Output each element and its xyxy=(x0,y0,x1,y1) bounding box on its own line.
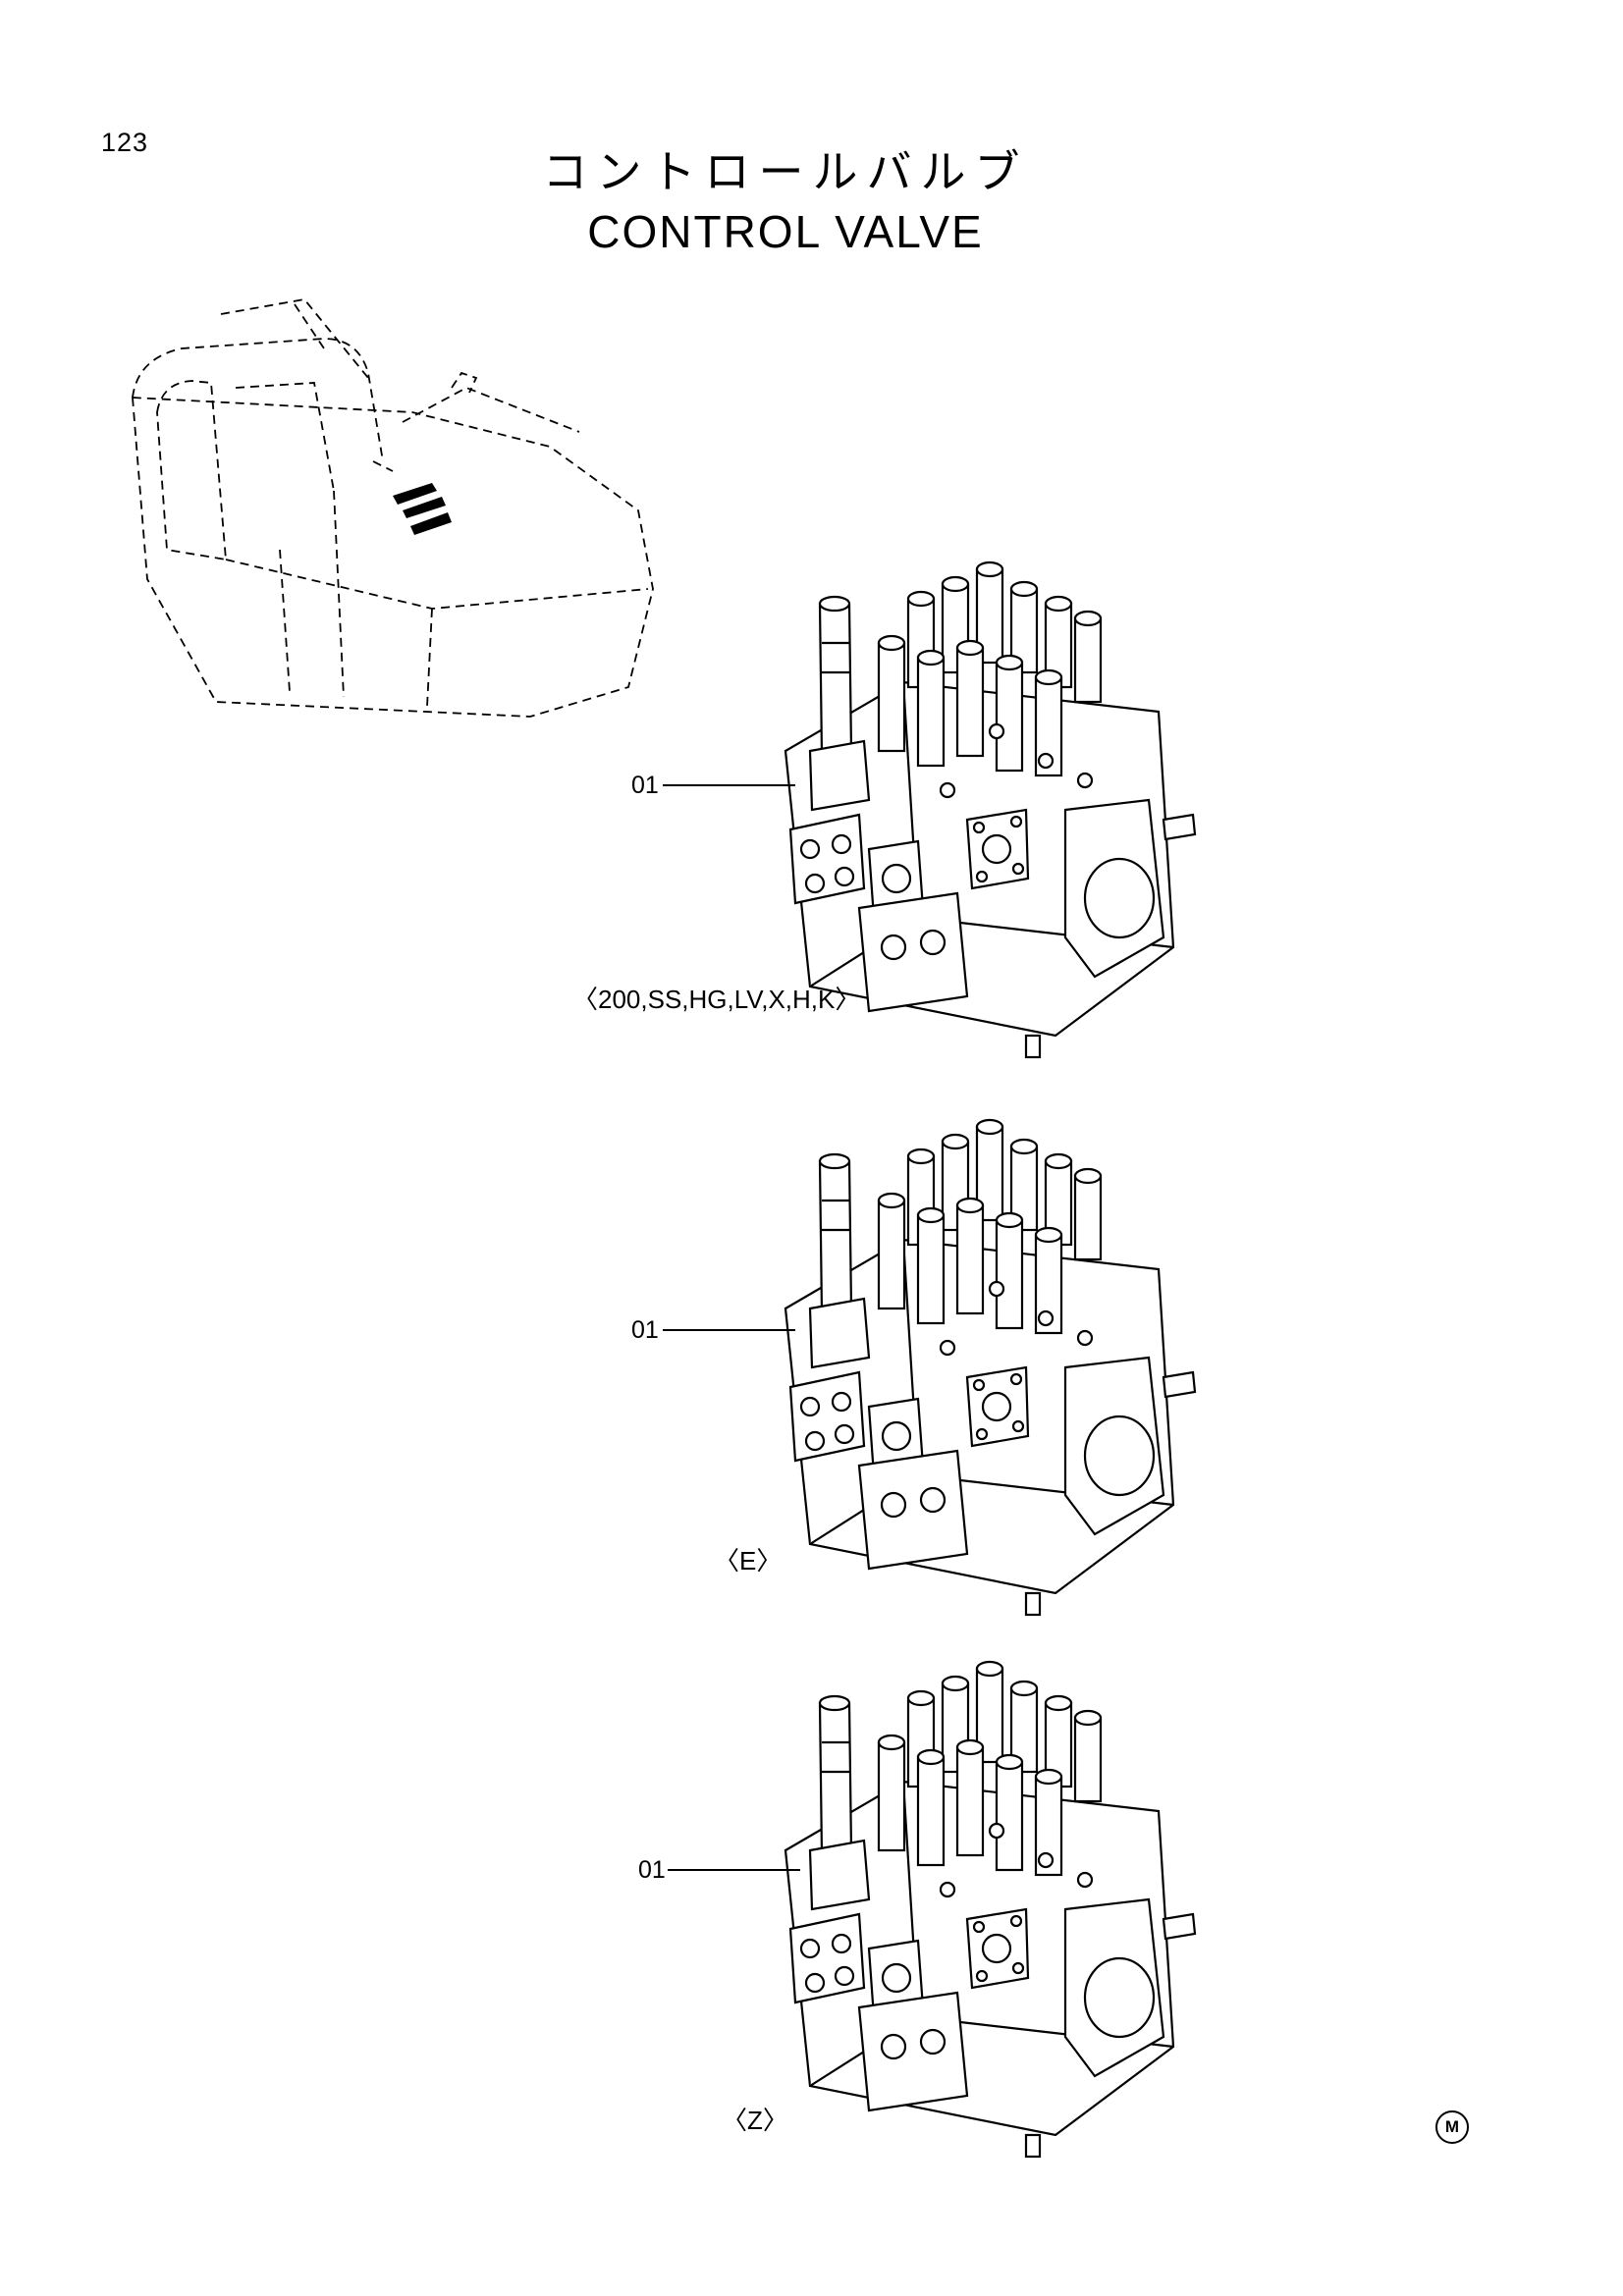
excavator-locator-sketch xyxy=(132,298,654,718)
control-valve-drawing-3 xyxy=(784,1660,1197,2159)
variant-label-3: 〈Z〉 xyxy=(722,2106,788,2135)
control-valve-location-mark xyxy=(393,483,452,535)
model-mark-circled: M xyxy=(1435,2110,1469,2144)
variant-label-1: 〈200,SS,HG,LV,X,H,K〉 xyxy=(572,985,861,1014)
page-number: 123 xyxy=(101,128,149,157)
part-callout-2: 01 xyxy=(631,1316,659,1344)
variant-label-2: 〈E〉 xyxy=(714,1546,783,1575)
title-english: CONTROL VALVE xyxy=(587,206,984,257)
title-japanese: コントロールバルブ xyxy=(542,145,1029,198)
control-valve-drawing-2 xyxy=(784,1118,1197,1617)
part-callout-3: 01 xyxy=(638,1856,666,1884)
title-block: コントロールバルブ CONTROL VALVE xyxy=(540,145,1031,259)
part-callout-1: 01 xyxy=(631,772,659,799)
